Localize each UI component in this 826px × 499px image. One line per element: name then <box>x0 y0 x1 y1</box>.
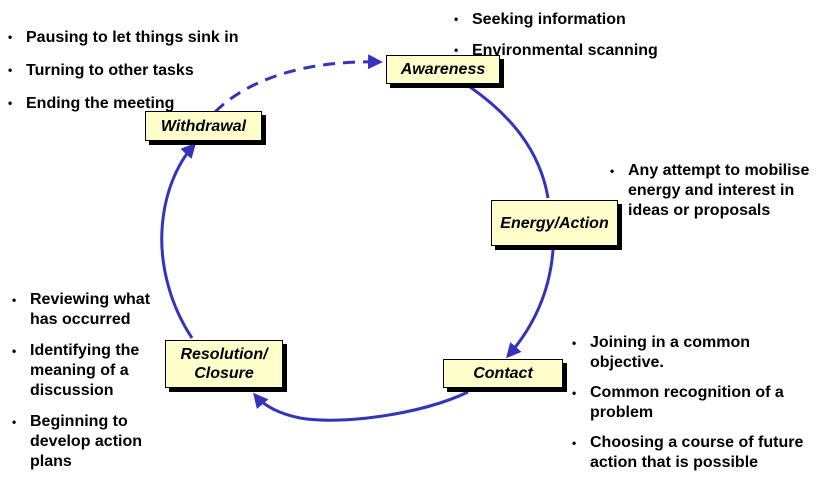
stage-energy-action-label: Energy/Action <box>500 214 609 232</box>
arrow-resolution-to-withdrawal <box>160 142 197 339</box>
stage-resolution-closure: Resolution/ Closure <box>165 340 283 388</box>
note-item: Any attempt to mobilise energy and inter… <box>608 161 818 221</box>
arrow-awareness-to-energy <box>469 85 550 199</box>
note-item: Identifying the meaning of a discussion <box>10 341 160 401</box>
note-item: Choosing a course of future action that … <box>570 433 810 473</box>
note-item: Common recognition of a problem <box>570 383 810 423</box>
stage-withdrawal-label: Withdrawal <box>160 117 247 135</box>
note-item: Ending the meeting <box>6 87 306 120</box>
notes-awareness: Seeking information Environmental scanni… <box>452 4 712 66</box>
notes-contact: Joining in a common objective. Common re… <box>570 333 810 473</box>
note-item: Pausing to let things sink in <box>6 21 306 54</box>
note-item: Joining in a common objective. <box>570 333 810 373</box>
note-item: Turning to other tasks <box>6 54 306 87</box>
stage-contact: Contact <box>443 359 563 388</box>
arrow-withdrawal-to-awareness <box>213 54 383 114</box>
note-item: Reviewing what has occurred <box>10 290 160 330</box>
notes-energy-action: Any attempt to mobilise energy and inter… <box>608 161 818 221</box>
arrow-contact-to-resolution <box>253 390 469 422</box>
note-item: Beginning to develop action plans <box>10 412 160 472</box>
note-item: Seeking information <box>452 4 712 35</box>
stage-contact-label: Contact <box>473 365 533 382</box>
stage-resolution-label-line1: Resolution/ <box>180 346 268 363</box>
stage-resolution-label-line2: Closure <box>194 365 254 382</box>
note-item: Environmental scanning <box>452 35 712 66</box>
arrow-energy-to-contact <box>506 249 555 359</box>
notes-resolution-closure: Reviewing what has occurred Identifying … <box>10 290 160 472</box>
notes-withdrawal: Pausing to let things sink in Turning to… <box>6 21 306 120</box>
stage-energy-action: Energy/Action <box>491 200 618 246</box>
